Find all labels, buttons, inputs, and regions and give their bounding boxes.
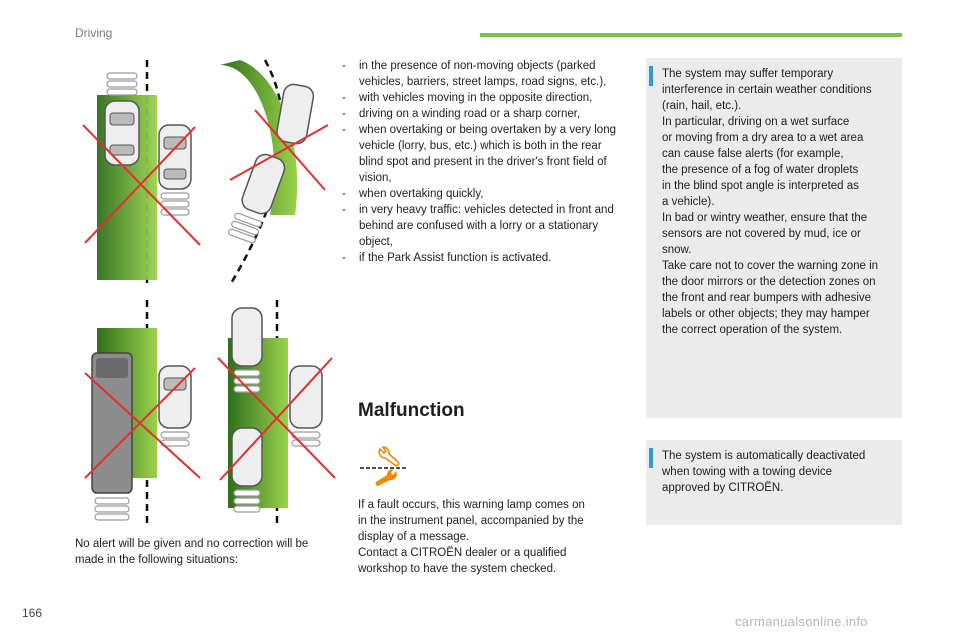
figures-caption: No alert will be given and no correction… (75, 538, 309, 566)
section-accent-bar (480, 33, 902, 37)
list-item: -driving on a winding road or a sharp co… (342, 108, 581, 120)
page-number: 166 (22, 606, 43, 620)
list-item: -in the presence of non-moving objects (… (342, 60, 607, 88)
list-item: -when overtaking or being overtaken by a… (342, 124, 616, 184)
wrench-warning-icon (360, 446, 406, 486)
list-item: -when overtaking quickly, (342, 188, 484, 200)
malfunction-heading: Malfunction (358, 400, 465, 421)
scenario-stationary-objects-figure (82, 60, 201, 283)
list-item: -if the Park Assist function is activate… (342, 252, 552, 264)
towing-deactivation-note: The system is automatically deactivated … (646, 440, 902, 525)
malfunction-description: If a fault occurs, this warning lamp com… (358, 499, 585, 575)
list-item: -with vehicles moving in the opposite di… (342, 92, 593, 104)
weather-interference-note: The system may suffer temporary interfer… (646, 58, 902, 418)
section-label: Driving (75, 26, 113, 40)
list-item: -in very heavy traffic: vehicles detecte… (342, 204, 614, 248)
info-bar-icon (649, 448, 653, 468)
watermark: carmanualsonline.info (735, 614, 868, 629)
scenario-winding-road-figure (220, 59, 329, 286)
scenario-heavy-traffic-figure (217, 300, 336, 526)
info-bar-icon (649, 66, 653, 86)
scenario-long-vehicle-figure (84, 300, 201, 526)
exception-list: -in the presence of non-moving objects (… (342, 58, 624, 266)
